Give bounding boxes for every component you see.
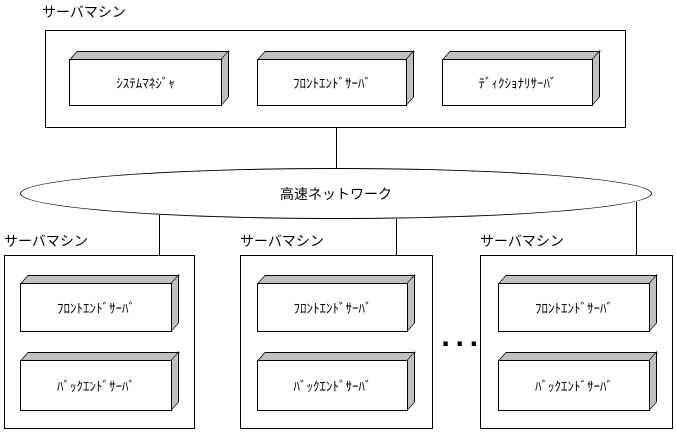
cube-right-face [171,273,179,332]
front-end-server-label: ﾌﾛﾝﾄｴﾝﾄﾞｻｰﾊﾞ [535,302,613,317]
bottom-machine-1-label: サーバマシン [4,234,88,250]
bottom-machine-2-label: サーバマシン [240,234,324,250]
cube-front-face: ﾃﾞｨｸｼｮﾅﾘｻｰﾊﾞ [442,59,593,106]
cube-right-face [407,350,415,411]
bottom-machine-3-label: サーバマシン [480,234,564,250]
front-end-server-label: ﾌﾛﾝﾄｴﾝﾄﾞｻｰﾊﾞ [57,302,135,317]
more-machines-ellipsis: ... [441,324,484,352]
cube-front-face: ｼｽﾃﾑﾏﾈｼﾞｬ [69,59,222,106]
cube-front-face: ﾌﾛﾝﾄｴﾝﾄﾞｻｰﾊﾞ [20,283,172,332]
cube-right-face [649,350,657,411]
cube-right-face [407,273,415,332]
cube-right-face [406,49,414,106]
front-end-server-cube: ﾌﾛﾝﾄｴﾝﾄﾞｻｰﾊﾞ [257,273,416,332]
dictionary-server-cube: ﾃﾞｨｸｼｮﾅﾘｻｰﾊﾞ [442,49,601,106]
cube-right-face [649,273,657,332]
connector-top-to-network [336,128,337,169]
network-label: 高速ネットワーク [280,186,392,203]
dictionary-server-label: ﾃﾞｨｸｼｮﾅﾘｻｰﾊﾞ [478,77,557,92]
front-end-server-label: ﾌﾛﾝﾄｴﾝﾄﾞｻｰﾊﾞ [293,77,371,92]
cube-front-face: ﾊﾞｯｸｴﾝﾄﾞｻｰﾊﾞ [20,360,172,411]
cube-front-face: ﾊﾞｯｸｴﾝﾄﾞｻｰﾊﾞ [498,360,650,411]
cube-front-face: ﾌﾛﾝﾄｴﾝﾄﾞｻｰﾊﾞ [498,283,650,332]
system-manager-label: ｼｽﾃﾑﾏﾈｼﾞｬ [116,77,175,92]
cube-right-face [592,49,600,106]
connector-network-to-machine-3 [636,202,637,255]
cube-right-face [171,350,179,411]
front-end-server-label: ﾌﾛﾝﾄｴﾝﾄﾞｻｰﾊﾞ [293,302,372,317]
network-ellipse: 高速ネットワーク [20,168,652,219]
back-end-server-label: ﾊﾞｯｸｴﾝﾄﾞｻｰﾊﾞ [293,380,372,395]
cube-front-face: ﾊﾞｯｸｴﾝﾄﾞｻｰﾊﾞ [257,360,408,411]
back-end-server-label: ﾊﾞｯｸｴﾝﾄﾞｻｰﾊﾞ [57,380,135,395]
back-end-server-cube: ﾊﾞｯｸｴﾝﾄﾞｻｰﾊﾞ [257,350,416,411]
back-end-server-label: ﾊﾞｯｸｴﾝﾄﾞｻｰﾊﾞ [535,380,613,395]
top-server-machine-label: サーバマシン [42,5,126,21]
cube-front-face: ﾌﾛﾝﾄｴﾝﾄﾞｻｰﾊﾞ [257,283,408,332]
connector-network-to-machine-1 [159,215,160,255]
system-manager-cube: ｼｽﾃﾑﾏﾈｼﾞｬ [69,49,230,106]
front-end-server-cube: ﾌﾛﾝﾄｴﾝﾄﾞｻｰﾊﾞ [20,273,180,332]
connector-network-to-machine-2 [396,219,397,255]
back-end-server-cube: ﾊﾞｯｸｴﾝﾄﾞｻｰﾊﾞ [20,350,180,411]
front-end-server-cube: ﾌﾛﾝﾄｴﾝﾄﾞｻｰﾊﾞ [498,273,658,332]
back-end-server-cube: ﾊﾞｯｸｴﾝﾄﾞｻｰﾊﾞ [498,350,658,411]
front-end-server-cube: ﾌﾛﾝﾄｴﾝﾄﾞｻｰﾊﾞ [257,49,415,106]
cube-front-face: ﾌﾛﾝﾄｴﾝﾄﾞｻｰﾊﾞ [257,59,407,106]
cube-right-face [221,49,229,106]
